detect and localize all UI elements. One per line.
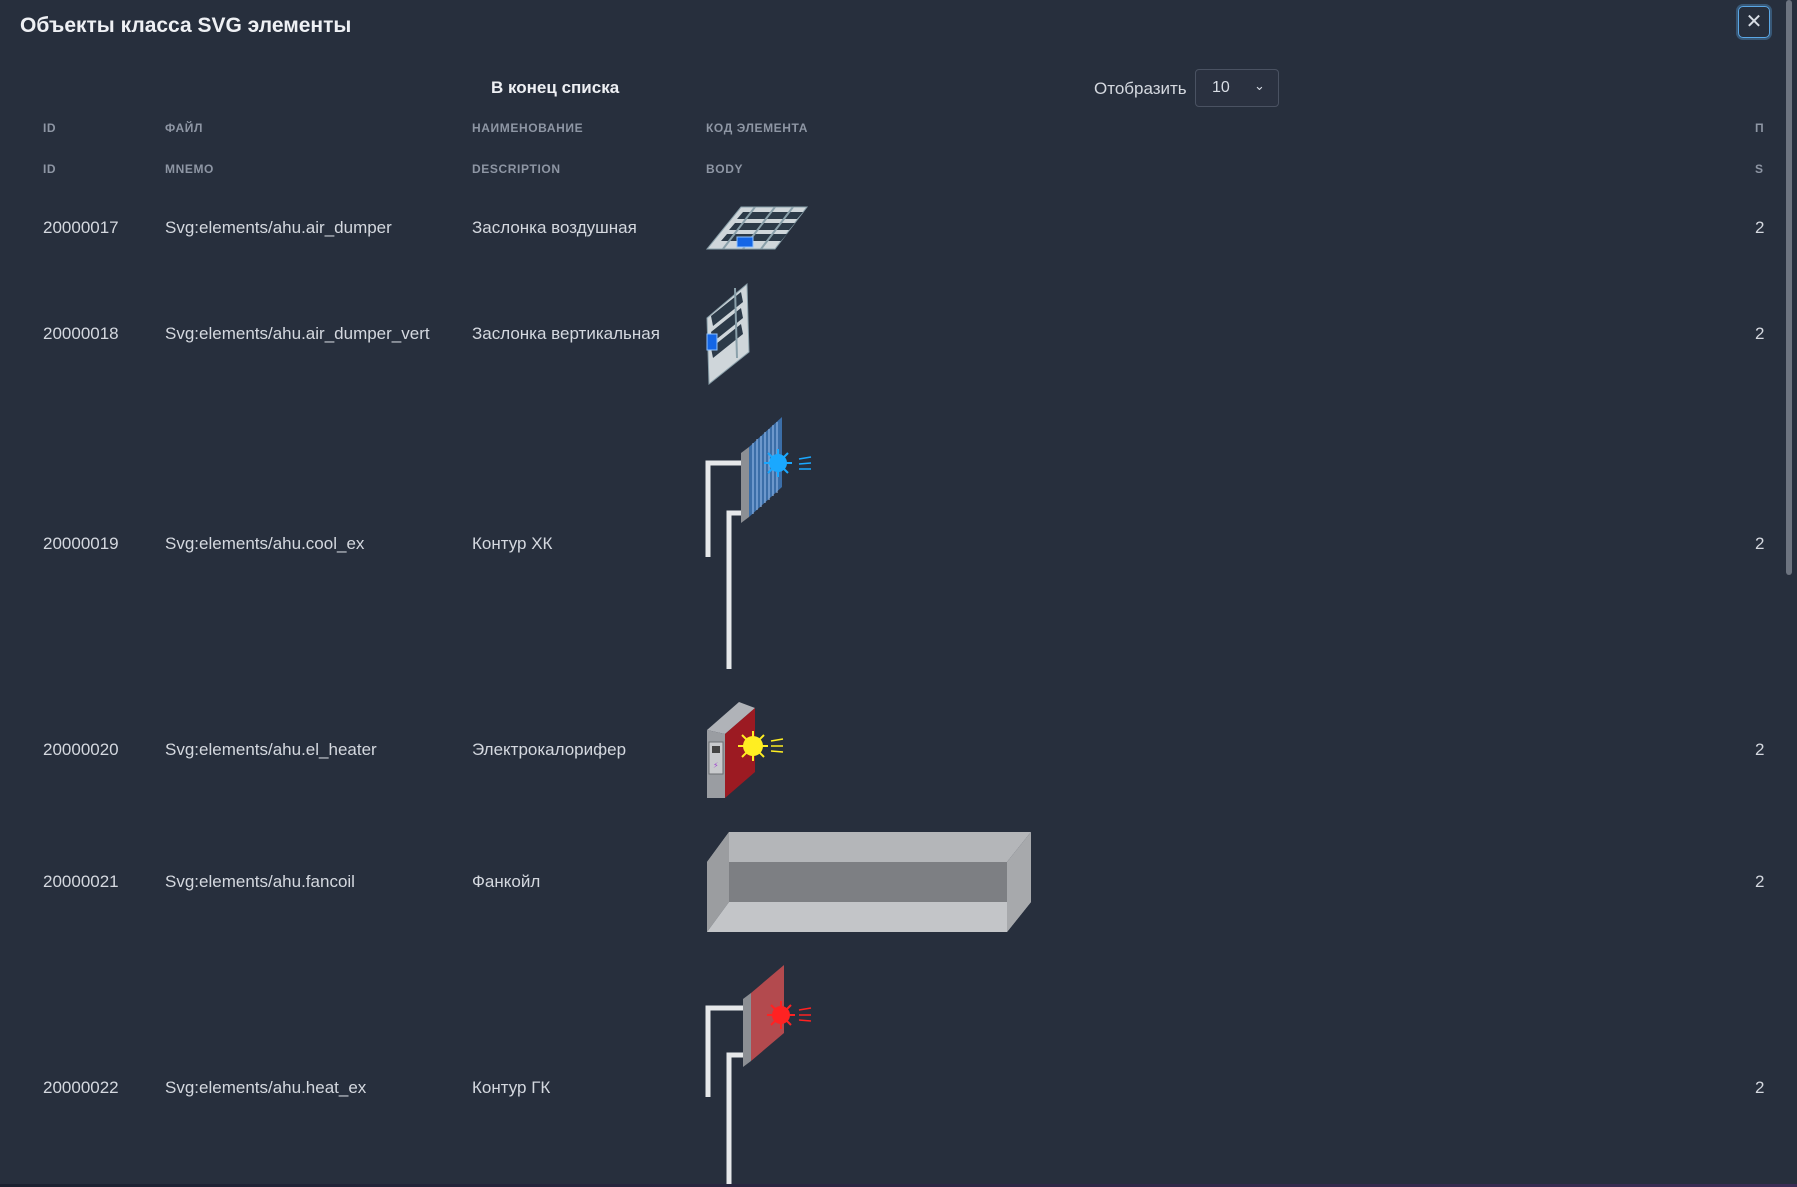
table-row-description: Контур ХК [472, 534, 553, 553]
page-size-value: 10 [1212, 79, 1230, 96]
header-id: ID [43, 121, 57, 135]
scrollbar-thumb[interactable] [1786, 0, 1792, 575]
table-row-truncated: 2 [1755, 740, 1765, 759]
table-row-mnemo: Svg:elements/ahu.fancoil [165, 872, 355, 891]
table-row-truncated: 2 [1755, 218, 1765, 237]
subheader-truncated: S [1755, 162, 1764, 176]
table-row-description: Электрокалорифер [472, 740, 627, 759]
svg-text:⚡: ⚡ [713, 761, 719, 770]
electric-heater-icon: ⚡ [707, 702, 784, 798]
table-row-description: Заслонка вертикальная [472, 324, 660, 343]
table-row-mnemo: Svg:elements/ahu.heat_ex [165, 1078, 367, 1097]
table-row-mnemo: Svg:elements/ahu.cool_ex [165, 534, 365, 553]
table-row-id: 20000017 [43, 218, 119, 237]
table-row-id: 20000021 [43, 872, 119, 891]
to-end-link[interactable]: В конец списка [491, 78, 620, 97]
subheader-body: BODY [706, 162, 744, 176]
table-row-truncated: 2 [1755, 534, 1765, 553]
air-damper-icon [705, 206, 809, 250]
table-row-mnemo: Svg:elements/ahu.air_dumper [165, 218, 392, 237]
table-row-mnemo: Svg:elements/ahu.el_heater [165, 740, 377, 759]
modal-title: Объекты класса SVG элементы [20, 14, 352, 37]
vertical-damper-icon [706, 282, 750, 386]
page-size-label: Отобразить [1094, 79, 1187, 98]
bottom-edge [0, 1184, 1797, 1187]
cooling-coil-icon [705, 417, 812, 669]
table-row-truncated: 2 [1755, 1078, 1765, 1097]
close-icon: ✕ [1745, 11, 1763, 33]
page-size-select[interactable]: 10 ⌄ [1195, 69, 1279, 107]
subheader-description: DESCRIPTION [472, 162, 561, 176]
table-row-description: Фанкойл [472, 872, 541, 891]
header-truncated: П [1755, 121, 1765, 135]
close-button[interactable]: ✕ [1738, 6, 1770, 38]
header-name[interactable]: НАИМЕНОВАНИЕ [472, 121, 584, 135]
table-row-truncated: 2 [1755, 872, 1765, 891]
header-file[interactable]: ФАЙЛ [165, 121, 204, 135]
fancoil-icon [707, 832, 1031, 932]
scrollbar-track[interactable] [1780, 0, 1797, 1187]
subheader-mnemo: MNEMO [165, 162, 214, 176]
chevron-down-icon: ⌄ [1254, 78, 1265, 93]
header-element-code[interactable]: КОД ЭЛЕМЕНТА [706, 121, 808, 135]
heating-coil-icon [705, 965, 812, 1185]
table-row-id: 20000022 [43, 1078, 119, 1097]
table-row-id: 20000020 [43, 740, 119, 759]
table-row-description: Заслонка воздушная [472, 218, 637, 237]
table-row-mnemo: Svg:elements/ahu.air_dumper_vert [165, 324, 430, 343]
table-row-truncated: 2 [1755, 324, 1765, 343]
table-row-id: 20000019 [43, 534, 119, 553]
table-row-description: Контур ГК [472, 1078, 551, 1097]
table-row-id: 20000018 [43, 324, 119, 343]
subheader-id: ID [43, 162, 57, 176]
